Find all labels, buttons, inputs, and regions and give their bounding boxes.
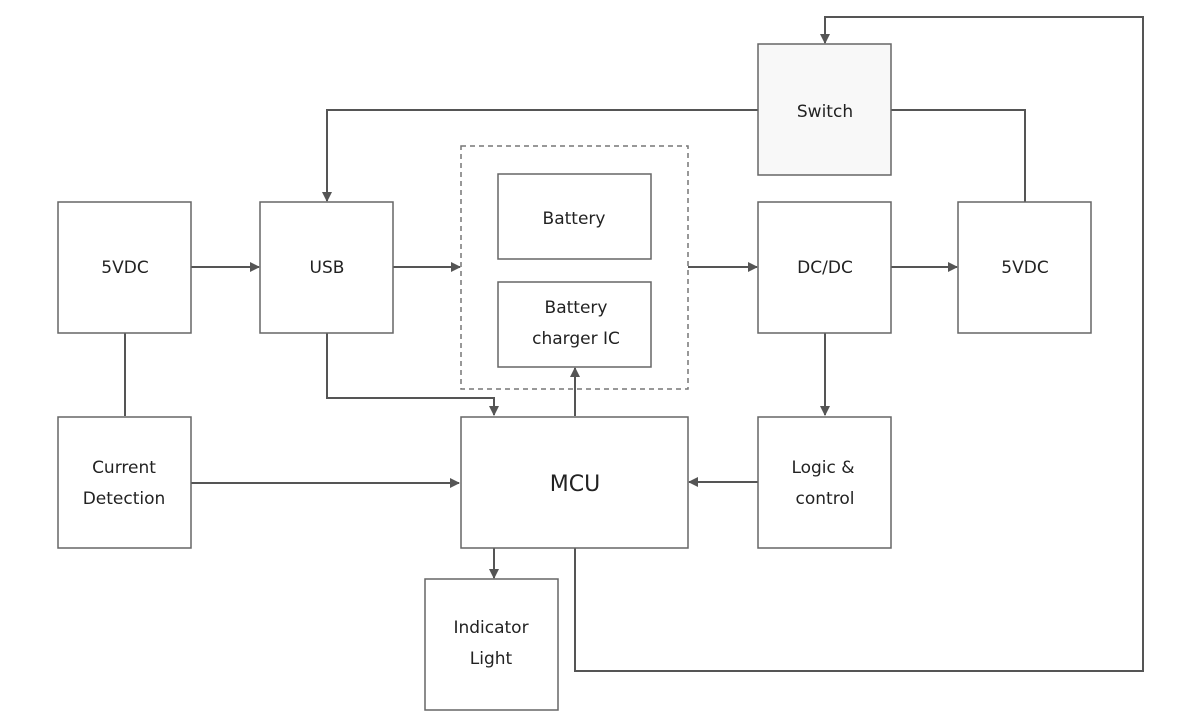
node-5vdc-input: 5VDC (57, 201, 192, 334)
dcdc-label: DC/DC (797, 258, 853, 278)
node-switch: Switch (757, 43, 892, 176)
indicator-label-line2: Light (470, 649, 513, 669)
indicator-label-line1: Indicator (453, 618, 528, 638)
node-indicator-light: Indicator Light (424, 578, 559, 711)
5vdc-output-label: 5VDC (1001, 258, 1048, 278)
logic-control-label-line1: Logic & (791, 458, 854, 478)
connector-switch-to-usb (322, 109, 758, 202)
node-dcdc: DC/DC (757, 201, 892, 334)
charger-label-line2: charger IC (532, 329, 620, 349)
connector-usb-to-mcu (326, 333, 499, 416)
5vdc-input-label: 5VDC (101, 258, 148, 278)
charger-label-line1: Battery (545, 298, 608, 318)
node-logic-control: Logic & control (757, 416, 892, 549)
connector-switch-to-5vdc-out (891, 109, 1026, 202)
switch-label: Switch (797, 102, 853, 122)
node-battery-charger-ic: Battery charger IC (497, 281, 652, 368)
connectors (124, 16, 1144, 672)
node-usb: USB (259, 201, 394, 334)
logic-control-label-line2: control (796, 489, 855, 509)
node-battery: Battery (497, 173, 652, 260)
current-detection-label-line2: Detection (83, 489, 166, 509)
node-current-detection: Current Detection (57, 416, 192, 549)
mcu-label: MCU (550, 472, 600, 497)
battery-label: Battery (543, 209, 606, 229)
node-mcu: MCU (460, 416, 689, 549)
usb-label: USB (310, 258, 345, 278)
node-5vdc-output: 5VDC (957, 201, 1092, 334)
current-detection-label-line1: Current (92, 458, 156, 478)
connector-mcu-to-switch (574, 16, 1144, 672)
